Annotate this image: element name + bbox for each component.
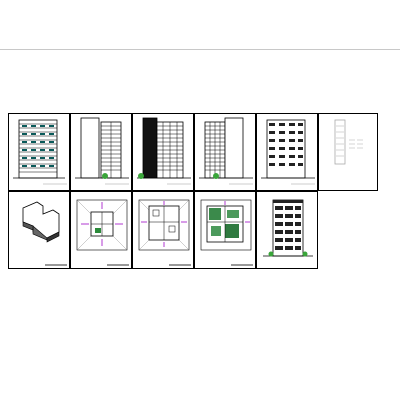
sheet-elevation-5[interactable] [256, 113, 318, 191]
sheet-isometric-view[interactable] [8, 191, 70, 269]
sheet-floor-plan-2[interactable] [132, 191, 194, 269]
tower-elevation-drawing [261, 119, 315, 185]
tower-elevation-drawing [13, 119, 67, 185]
tower-elevation-drawing [75, 117, 129, 185]
sheet-elevation-6[interactable] [256, 191, 318, 269]
sheet-notes[interactable] [318, 113, 378, 191]
sheet-elevation-2[interactable] [70, 113, 132, 191]
tower-elevation-drawing [137, 117, 191, 185]
sheet-floor-plan-1[interactable] [70, 191, 132, 269]
floor-plan-drawing [76, 199, 129, 266]
tower-elevation-drawing [199, 117, 253, 185]
tower-elevation-drawing [263, 199, 313, 257]
floor-plan-drawing [200, 199, 253, 266]
sheet-elevation-4[interactable] [194, 113, 256, 191]
sheet-elevation-1[interactable] [8, 113, 70, 191]
floor-plan-drawing [138, 199, 191, 266]
viewport-top-border [0, 49, 400, 50]
notes-drawing [334, 119, 363, 165]
isometric-block-drawing [22, 201, 67, 266]
sheet-floor-plan-3[interactable] [194, 191, 256, 269]
drawing-viewport[interactable] [0, 50, 400, 350]
sheet-elevation-3[interactable] [132, 113, 194, 191]
